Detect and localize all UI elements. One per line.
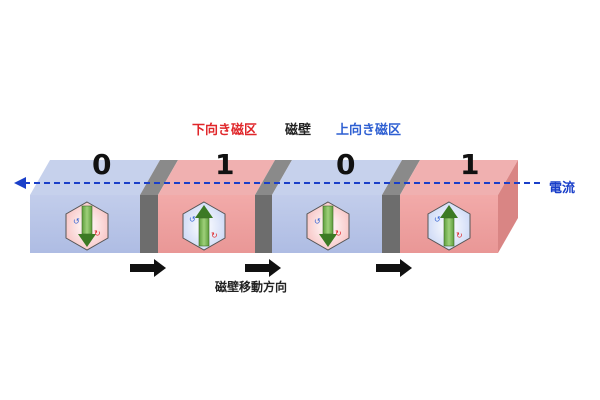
wall-motion-arrow-1 xyxy=(130,259,166,277)
bit-value: 1 xyxy=(215,148,235,181)
bit-value: 1 xyxy=(460,148,480,181)
wall-motion-arrow-2 xyxy=(245,259,281,277)
cell-icon-up-2: ↺ ↻ xyxy=(306,201,350,251)
cell-icon-down-1: ↺ ↻ xyxy=(182,201,226,251)
top-face-down-1 xyxy=(158,160,275,195)
strip-top-faces xyxy=(30,160,518,195)
svg-text:↻: ↻ xyxy=(211,231,218,240)
strip-side-face xyxy=(498,160,518,253)
svg-text:↺: ↺ xyxy=(189,215,196,224)
top-face-wall-1 xyxy=(140,160,178,195)
svg-text:↻: ↻ xyxy=(335,229,342,238)
svg-text:↻: ↻ xyxy=(456,231,463,240)
current-label: 電流 xyxy=(549,181,576,196)
wall-motion-arrow-3 xyxy=(376,259,412,277)
svg-text:↺: ↺ xyxy=(73,217,80,226)
cell-icon-up-1: ↺ ↻ xyxy=(65,201,109,251)
bit-value: 0 xyxy=(336,148,356,181)
bit-value: 0 xyxy=(92,148,112,181)
cell-icon-down-2: ↺ ↻ xyxy=(427,201,471,251)
top-face-up-1 xyxy=(30,160,160,195)
wall-motion-label: 磁壁移動方向 xyxy=(215,280,288,294)
top-face-up-2 xyxy=(272,160,402,195)
svg-text:↺: ↺ xyxy=(314,217,321,226)
svg-text:↺: ↺ xyxy=(434,215,441,224)
current-arrow xyxy=(14,177,540,189)
svg-text:↻: ↻ xyxy=(94,229,101,238)
up-domain-label: 上向き磁区 xyxy=(336,123,402,138)
down-domain-label: 下向き磁区 xyxy=(192,123,258,138)
front-face-wall-2 xyxy=(255,195,272,253)
domain-wall-label: 磁壁 xyxy=(285,123,312,138)
front-face-wall-3 xyxy=(382,195,400,253)
top-face-wall-2 xyxy=(255,160,292,195)
top-face-down-2 xyxy=(400,160,518,195)
front-face-wall-1 xyxy=(140,195,158,253)
top-face-wall-3 xyxy=(382,160,420,195)
